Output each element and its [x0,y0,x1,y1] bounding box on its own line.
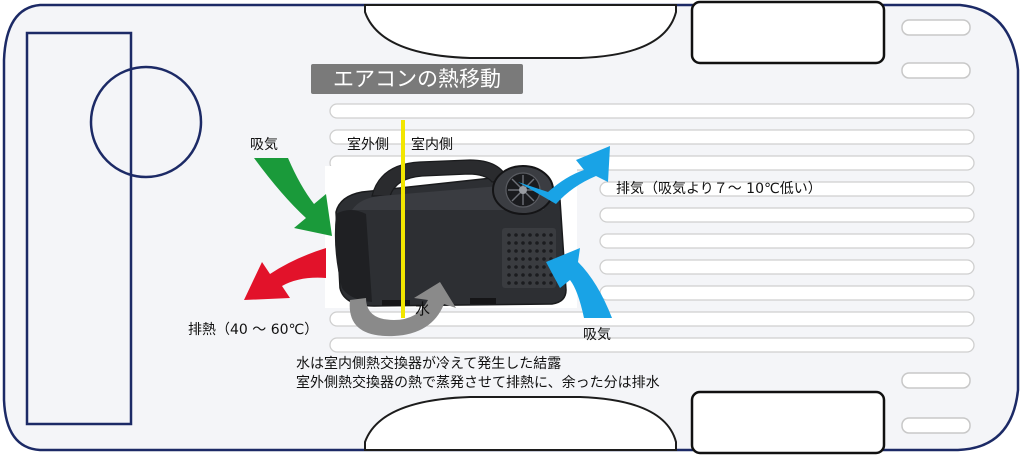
intake-left-label: 吸気 [250,137,278,153]
water-u-turn-arrow [349,282,456,337]
intake-right-label: 吸気 [583,327,611,343]
note-line-2: 室外側熱交換器の熱で蒸発させて排熱に、余った分は排水 [296,375,660,391]
rear-bar [901,19,971,36]
floor-slats [329,103,975,353]
portable-air-conditioner-icon [334,159,567,307]
rear-bar [901,372,971,389]
rear-bar [901,62,971,79]
outdoor-side-label: 室外側 [347,137,389,153]
bottom-rear-wheel [690,390,886,455]
water-label: 水 [415,300,431,318]
exhaust-right-arrow [518,146,610,204]
steering-wheel-icon [89,65,203,179]
bottom-wheel-arch [364,396,677,451]
exhaust-heat-label: 排熱（40 ～ 60℃） [188,322,319,338]
indoor-side-label: 室内側 [411,137,453,153]
diagram-title: エアコンの熱移動 [311,64,523,94]
intake-right-arrow [546,248,612,318]
rear-bar [901,417,971,434]
note-line-1: 水は室内側熱交換器が冷えて発生した結露 [296,356,562,372]
exhaust-right-label: 排気（吸気より７～ 10℃低い） [616,181,822,197]
intake-left-arrow [254,158,332,236]
exhaust-heat-arrow [244,248,326,300]
top-wheel-arch [364,4,677,59]
top-rear-wheel [690,0,886,65]
explanation-note: 水は室内側熱交換器が冷えて発生した結露 室外側熱交換器の熱で蒸発させて排熱に、余… [296,355,660,393]
driver-seat-area [25,31,133,426]
